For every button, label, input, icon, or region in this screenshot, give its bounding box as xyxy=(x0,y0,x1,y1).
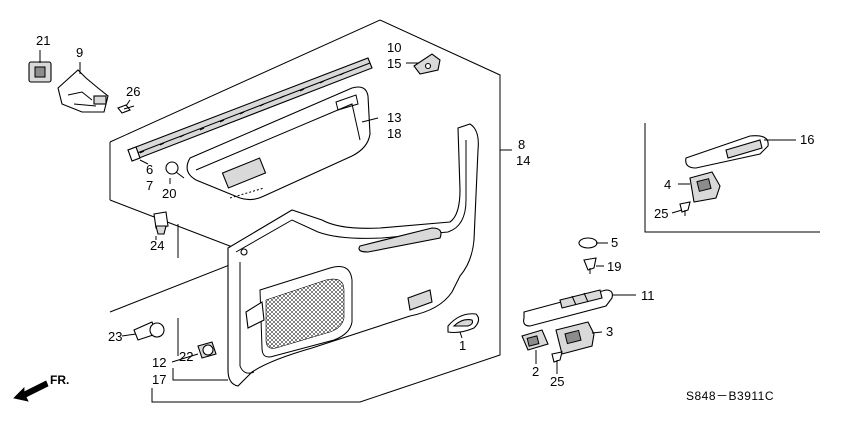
clip-21-icon xyxy=(28,61,52,83)
front-arrow-icon xyxy=(13,380,49,402)
callout-2: 2 xyxy=(532,364,539,379)
clip-24-icon xyxy=(153,211,169,235)
hook-10-icon xyxy=(413,53,441,75)
switch-4-icon xyxy=(689,171,721,203)
clip-22-icon xyxy=(197,341,217,359)
callout-25b: 25 xyxy=(654,206,668,221)
switch-3-icon xyxy=(555,321,595,355)
callout-13: 13 xyxy=(387,110,401,125)
callout-4: 4 xyxy=(664,177,671,192)
callout-22: 22 xyxy=(179,349,193,364)
callout-25a: 25 xyxy=(550,374,564,389)
bracket-9-icon xyxy=(57,69,109,113)
leader-lines xyxy=(39,50,796,381)
screw-25-icon xyxy=(551,351,563,366)
callout-11: 11 xyxy=(641,288,655,303)
callout-7: 7 xyxy=(146,178,153,193)
callout-16: 16 xyxy=(800,132,814,147)
clip-19-icon xyxy=(583,257,597,274)
screw-26-icon xyxy=(117,104,135,114)
callout-24: 24 xyxy=(150,238,164,253)
callout-8: 8 xyxy=(518,137,525,152)
switch-2-icon xyxy=(521,329,549,351)
front-label: FR. xyxy=(50,373,69,387)
callout-9: 9 xyxy=(76,45,83,60)
callout-18: 18 xyxy=(387,126,401,141)
callout-23: 23 xyxy=(108,329,122,344)
callout-26: 26 xyxy=(126,84,140,99)
callout-19: 19 xyxy=(607,259,621,274)
callout-20: 20 xyxy=(162,186,176,201)
switch-panel-16-icon xyxy=(685,135,769,169)
callout-15: 15 xyxy=(387,56,401,71)
callout-1: 1 xyxy=(459,338,466,353)
callout-3: 3 xyxy=(606,324,613,339)
callout-14: 14 xyxy=(516,153,530,168)
screw-20-icon xyxy=(165,161,185,179)
armrest-panel-13-icon xyxy=(186,86,371,201)
callout-21: 21 xyxy=(36,33,50,48)
pin-23-icon xyxy=(133,321,165,341)
callout-6: 6 xyxy=(146,162,153,177)
handle-1-icon xyxy=(447,313,480,334)
callout-12: 12 xyxy=(152,355,166,370)
door-panel-8-icon xyxy=(227,123,479,387)
callout-5: 5 xyxy=(611,235,618,250)
screw-25b-icon xyxy=(679,201,691,216)
diagram-code: S848－B3911C xyxy=(686,389,774,403)
callout-17: 17 xyxy=(152,372,166,387)
weatherstrip-6-icon xyxy=(127,57,373,162)
switch-panel-11-icon xyxy=(523,289,613,327)
cap-5-icon xyxy=(578,237,598,249)
switch-inset-frame xyxy=(644,123,820,233)
callout-10: 10 xyxy=(387,40,401,55)
